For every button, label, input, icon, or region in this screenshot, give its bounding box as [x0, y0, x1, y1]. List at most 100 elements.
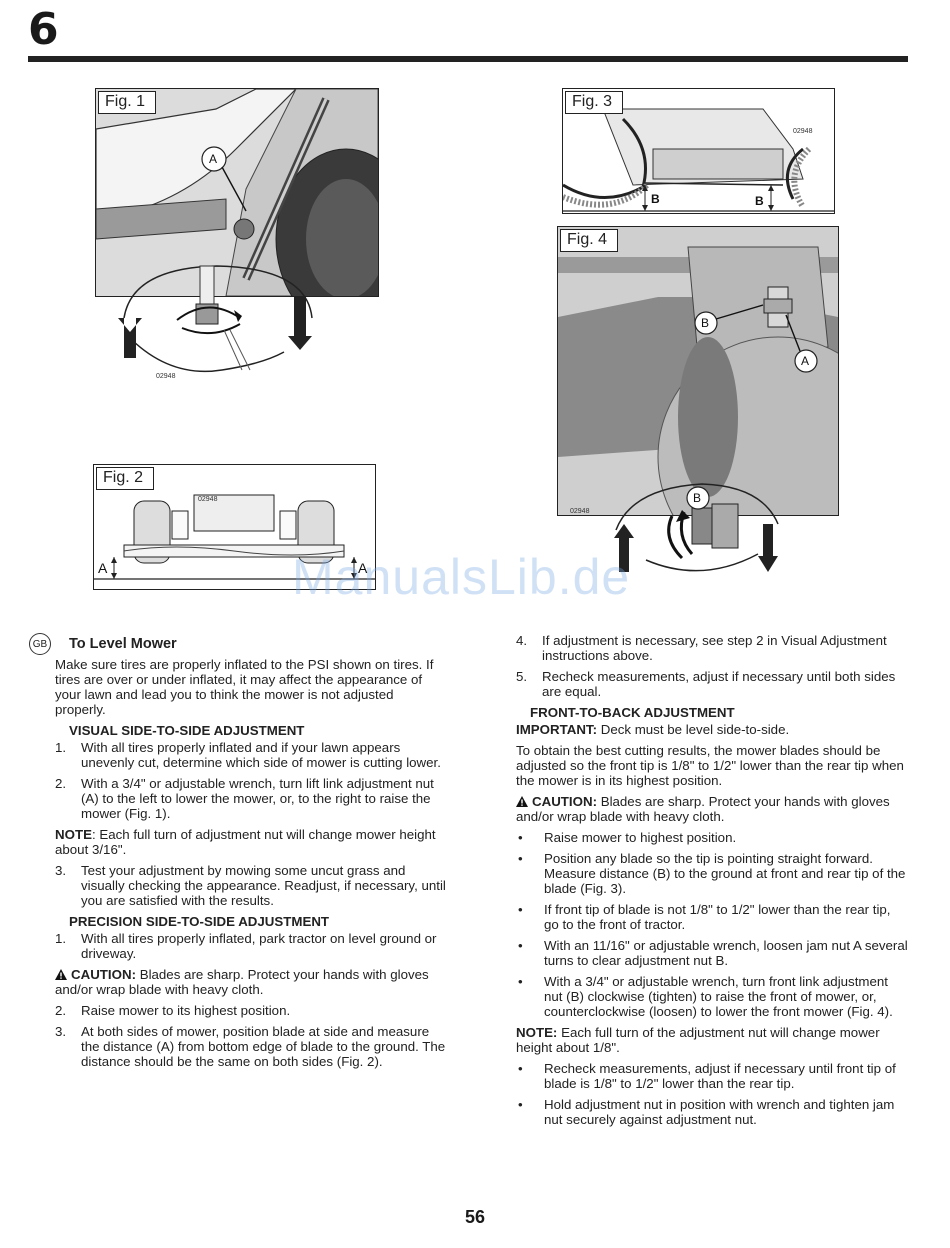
- figure-3-illustration: 02948 B B: [563, 108, 834, 212]
- bullet-icon: •: [518, 851, 523, 866]
- note-text: Each full turn of the adjustment nut wil…: [516, 1025, 880, 1055]
- gb-language-badge: GB: [29, 633, 51, 655]
- front-to-back-heading: FRONT-TO-BACK ADJUSTMENT: [530, 705, 735, 720]
- list-item-number: 5.: [516, 669, 528, 684]
- figure-2-illustration: 02948 A A: [94, 494, 375, 580]
- list-item: 1. With all tires properly inflated, par…: [55, 931, 447, 961]
- figure-4-inset: B: [614, 483, 779, 572]
- bullet-item: • Recheck measurements, adjust if necess…: [516, 1061, 908, 1091]
- bullet-icon: •: [518, 974, 523, 989]
- figure-3-callout-b-right: B: [755, 194, 764, 208]
- list-item: 3. At both sides of mower, position blad…: [55, 1024, 447, 1069]
- bullet-icon: •: [518, 1061, 523, 1076]
- list-item-number: 3.: [55, 863, 67, 878]
- figure-1-inset: 02948: [118, 265, 313, 380]
- list-item: 2. Raise mower to its highest position.: [55, 1003, 447, 1018]
- list-item: 2. With a 3/4" or adjustable wrench, tur…: [55, 776, 447, 821]
- section-number: 6: [28, 4, 59, 55]
- list-item-text: Raise mower to its highest position.: [81, 1003, 291, 1018]
- bullet-icon: •: [518, 830, 523, 845]
- precision-heading: PRECISION SIDE-TO-SIDE ADJUSTMENT: [69, 914, 330, 929]
- list-item-text: At both sides of mower, position blade a…: [81, 1024, 446, 1069]
- figure-4: Fig. 4 B A 02948: [557, 226, 839, 516]
- figure-1-callout-a: A: [209, 152, 217, 166]
- figure-3-code: 02948: [793, 128, 813, 135]
- left-column: GB To Level Mower Make sure tires are pr…: [29, 633, 447, 1075]
- visual-heading: VISUAL SIDE-TO-SIDE ADJUSTMENT: [69, 723, 305, 738]
- list-item-number: 1.: [55, 931, 67, 946]
- blade-paragraph: To obtain the best cutting results, the …: [516, 743, 904, 788]
- important-paragraph: IMPORTANT: Deck must be level side-to-si…: [516, 722, 908, 737]
- list-item: 3. Test your adjustment by mowing some u…: [55, 863, 447, 908]
- caution-paragraph: CAUTION: Blades are sharp. Protect your …: [516, 794, 908, 824]
- figure-4-callout-b: B: [701, 316, 709, 330]
- figure-1-illustration: A: [96, 89, 378, 296]
- figure-1: Fig. 1 A: [95, 88, 379, 297]
- caution-label: CAUTION:: [71, 967, 136, 982]
- important-label: IMPORTANT:: [516, 722, 598, 737]
- figure-3-callout-b-left: B: [651, 192, 660, 206]
- bullet-text: Raise mower to highest position.: [544, 830, 737, 845]
- note-label: NOTE: [55, 827, 92, 842]
- right-column: 4. If adjustment is necessary, see step …: [516, 633, 908, 1133]
- section-title: To Level Mower: [69, 635, 177, 652]
- important-text: Deck must be level side-to-side.: [597, 722, 790, 737]
- figure-2-code: 02948: [198, 496, 218, 503]
- list-item-text: With all tires properly inflated, park t…: [81, 931, 437, 961]
- note-text: : Each full turn of adjustment nut will …: [55, 827, 436, 857]
- bullet-text: Recheck measurements, adjust if necessar…: [544, 1061, 896, 1091]
- bullet-text: With an 11/16" or adjustable wrench, loo…: [544, 938, 908, 968]
- figure-2-label: Fig. 2: [96, 467, 155, 490]
- list-item: 5. Recheck measurements, adjust if neces…: [516, 669, 908, 699]
- bullet-text: Position any blade so the tip is pointin…: [544, 851, 906, 896]
- watermark: ManualsLib.de: [292, 549, 631, 605]
- warning-icon: [516, 796, 528, 807]
- caution-text: Blades are sharp. Protect your hands wit…: [55, 967, 429, 997]
- bullet-item: • If front tip of blade is not 1/8" to 1…: [516, 902, 908, 932]
- page-number: 56: [464, 1207, 486, 1227]
- bullet-icon: •: [518, 902, 523, 917]
- bullet-item: • Position any blade so the tip is point…: [516, 851, 908, 896]
- figure-4-label: Fig. 4: [560, 229, 619, 252]
- figure-2: Fig. 2 02948 A A: [93, 464, 376, 590]
- list-item-number: 3.: [55, 1024, 67, 1039]
- note-paragraph: NOTE: Each full turn of the adjustment n…: [516, 1025, 908, 1055]
- list-item: 4. If adjustment is necessary, see step …: [516, 633, 908, 663]
- bullet-text: Hold adjustment nut in position with wre…: [544, 1097, 895, 1127]
- figure-4-illustration: B A 02948: [558, 227, 838, 515]
- list-item-text: With all tires properly inflated and if …: [81, 740, 441, 770]
- list-item: 1. With all tires properly inflated and …: [55, 740, 447, 770]
- list-item-number: 2.: [55, 776, 67, 791]
- intro-paragraph: Make sure tires are properly inflated to…: [55, 657, 434, 717]
- caution-paragraph: CAUTION: Blades are sharp. Protect your …: [55, 967, 447, 997]
- figure-3-label: Fig. 3: [565, 91, 624, 114]
- note-label: NOTE:: [516, 1025, 558, 1040]
- section-heading: GB To Level Mower: [29, 633, 447, 655]
- bullet-item: • With a 3/4" or adjustable wrench, turn…: [516, 974, 908, 1019]
- bullet-icon: •: [518, 1097, 523, 1112]
- bullet-item: • With an 11/16" or adjustable wrench, l…: [516, 938, 908, 968]
- figure-1-label: Fig. 1: [98, 91, 157, 114]
- figure-2-callout-a-right: A: [358, 560, 368, 576]
- warning-icon: [55, 969, 67, 980]
- figure-4-inset-callout-b: B: [693, 491, 701, 505]
- list-item-text: Recheck measurements, adjust if necessar…: [542, 669, 896, 699]
- caution-text: Blades are sharp. Protect your hands wit…: [516, 794, 890, 824]
- list-item-number: 1.: [55, 740, 67, 755]
- bullet-item: • Raise mower to highest position.: [516, 830, 908, 845]
- list-item-number: 2.: [55, 1003, 67, 1018]
- figure-1-code: 02948: [156, 373, 176, 380]
- caution-label: CAUTION:: [532, 794, 597, 809]
- figure-4-callout-a: A: [801, 354, 809, 368]
- figure-2-callout-a-left: A: [98, 560, 108, 576]
- note-paragraph: NOTE: Each full turn of adjustment nut w…: [55, 827, 447, 857]
- figure-4-code: 02948: [570, 508, 590, 515]
- bullet-text: With a 3/4" or adjustable wrench, turn f…: [544, 974, 893, 1019]
- list-item-number: 4.: [516, 633, 528, 648]
- list-item-text: Test your adjustment by mowing some uncu…: [81, 863, 446, 908]
- bullet-icon: •: [518, 938, 523, 953]
- list-item-text: If adjustment is necessary, see step 2 i…: [542, 633, 887, 663]
- bullet-item: • Hold adjustment nut in position with w…: [516, 1097, 908, 1127]
- list-item-text: With a 3/4" or adjustable wrench, turn l…: [81, 776, 434, 821]
- bullet-text: If front tip of blade is not 1/8" to 1/2…: [544, 902, 891, 932]
